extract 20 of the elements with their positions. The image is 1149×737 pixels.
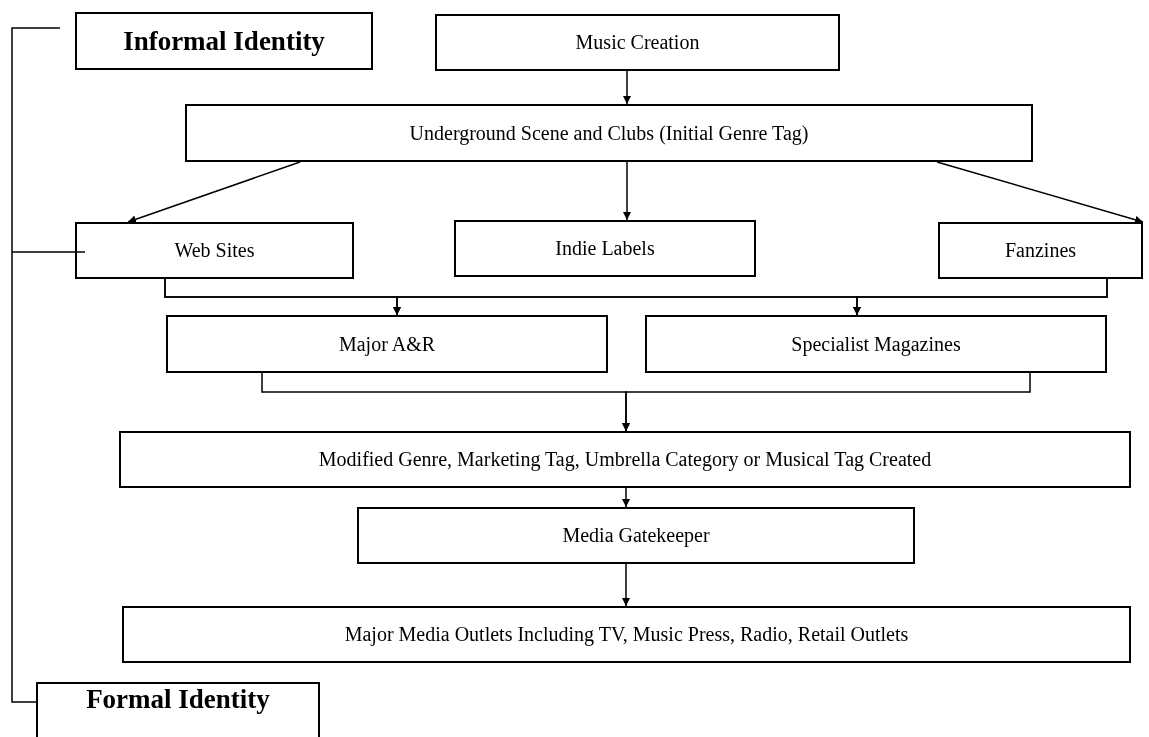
arrow [127, 161, 301, 224]
arrow [622, 487, 630, 508]
process-box: Underground Scene and Clubs (Initial Genre Tag) [185, 104, 1033, 162]
process-box: Web Sites [75, 222, 354, 279]
process-box: Specialist Magazines [645, 315, 1107, 373]
process-box: Major Media Outlets Including TV, Music Press, Radio, Retail Outlets [122, 606, 1131, 663]
arrow [936, 161, 1144, 224]
process-box: Indie Labels [454, 220, 756, 277]
arrow [622, 372, 1031, 432]
identity-label-box: Informal Identity [75, 12, 373, 70]
arrow [853, 278, 1108, 316]
identity-label-box: Formal Identity [36, 682, 320, 737]
arrow [623, 70, 631, 105]
process-box: Modified Genre, Marketing Tag, Umbrella Category or Musical Tag Created [119, 431, 1131, 488]
arrow [622, 563, 630, 607]
process-box: Fanzines [938, 222, 1143, 279]
arrow [623, 161, 631, 221]
process-box: Media Gatekeeper [357, 507, 915, 564]
process-box: Music Creation [435, 14, 840, 71]
process-box: Major A&R [166, 315, 608, 373]
